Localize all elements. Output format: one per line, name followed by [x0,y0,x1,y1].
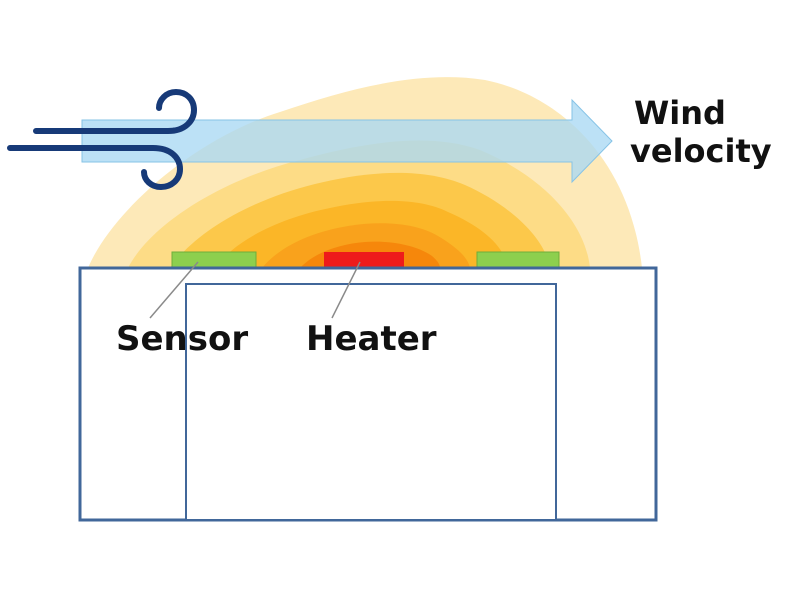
heat-field [88,77,642,268]
sensor-label: Sensor [116,319,248,359]
sensor-right [476,251,560,269]
heater [324,252,404,268]
wind-icon [7,88,198,191]
sensor-leader-line [149,261,199,319]
flow-arrow [81,98,613,184]
chip-cavity [185,283,557,521]
heater-leader-line [331,261,361,319]
heater-label: Heater [306,319,437,359]
wind-velocity-label-line1: Wind [634,94,726,132]
sensor-left [171,251,257,269]
wind-velocity-label-line2: velocity [630,132,772,170]
